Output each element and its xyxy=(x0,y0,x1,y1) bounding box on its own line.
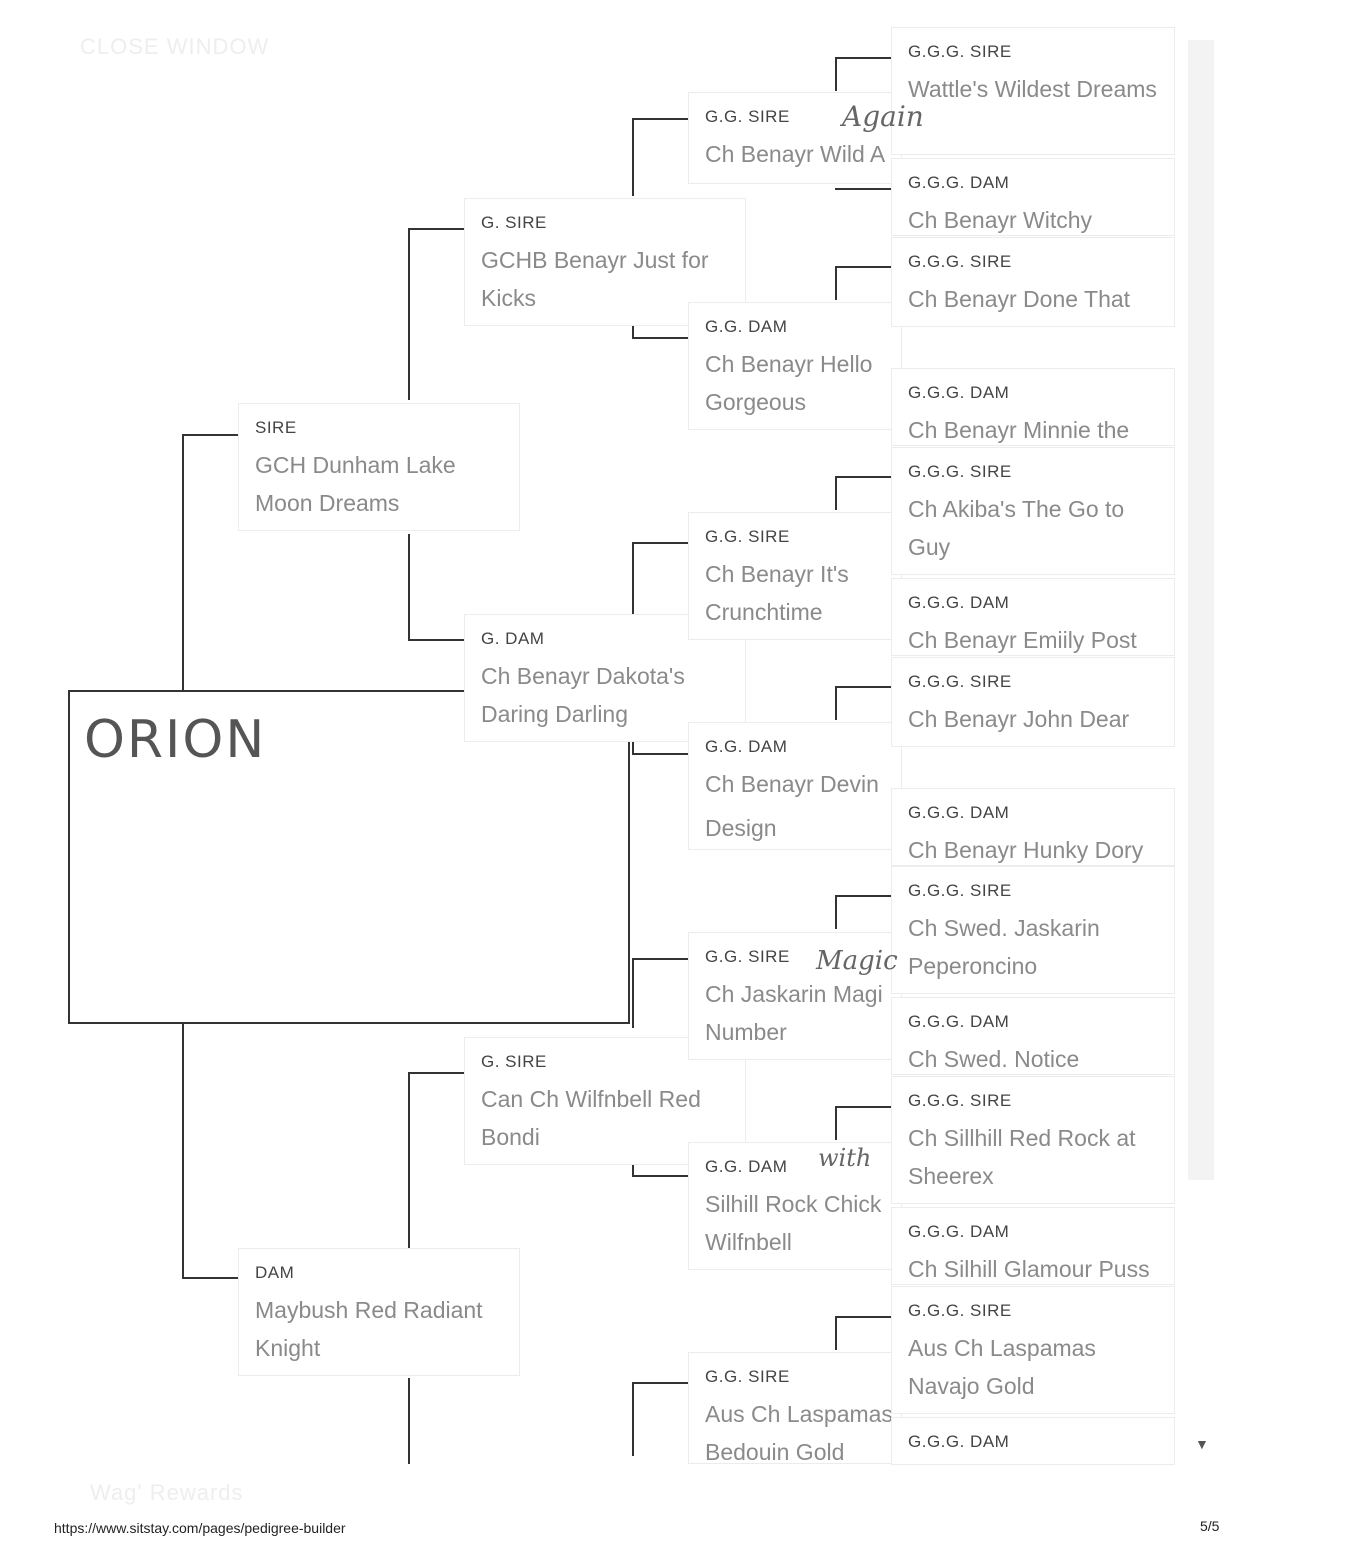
grandparent-name: GCHB Benayr Just for Kicks xyxy=(481,247,709,311)
gg-role: G.G. SIRE xyxy=(705,107,790,126)
ggg-card[interactable]: G.G.G. DAM Ch Benayr Hunky Dory xyxy=(891,788,1175,866)
ggg-role: G.G.G. SIRE xyxy=(908,462,1012,481)
ggg-name: Wattle's Wildest Dreams xyxy=(908,76,1157,102)
gg-name: Ch Jaskarin Magi Number xyxy=(705,981,883,1045)
gg-role: G.G. SIRE xyxy=(705,1367,790,1386)
close-window-link[interactable]: CLOSE WINDOW xyxy=(80,34,270,59)
ggg-card[interactable]: G.G.G. SIRE Ch Sillhill Red Rock at Shee… xyxy=(891,1076,1175,1204)
gg-role: G.G. DAM xyxy=(705,1157,788,1176)
ggg-card[interactable]: G.G.G. SIRE Ch Akiba's The Go to Guy xyxy=(891,447,1175,575)
gg-name-continued: Design xyxy=(705,815,777,841)
ggg-role: G.G.G. DAM xyxy=(908,803,1010,822)
gg-name: Ch Benayr It's Crunchtime xyxy=(705,561,849,625)
gg-role: G.G. DAM xyxy=(705,317,788,336)
ggg-role: G.G.G. SIRE xyxy=(908,1301,1012,1320)
grandparent-role: G. DAM xyxy=(481,629,545,648)
handwritten-note-magic: Magic xyxy=(816,946,898,976)
grandparent-name: Ch Benayr Dakota's Daring Darling xyxy=(481,663,685,727)
ggg-role: G.G.G. DAM xyxy=(908,1012,1010,1031)
scroll-down-arrow-icon[interactable]: ▼ xyxy=(1195,1436,1209,1452)
ggg-name: Ch Sillhill Red Rock at Sheerex xyxy=(908,1125,1136,1189)
gg-name: Ch Benayr Devin xyxy=(705,771,879,797)
ggg-card[interactable]: G.G.G. DAM Ch Benayr Witchy xyxy=(891,158,1175,236)
ggg-role: G.G.G. DAM xyxy=(908,173,1010,192)
ggg-card[interactable]: G.G.G. SIRE Ch Swed. Jaskarin Peperoncin… xyxy=(891,866,1175,994)
ggg-role: G.G.G. SIRE xyxy=(908,672,1012,691)
ggg-card[interactable]: G.G.G. SIRE Ch Benayr John Dear xyxy=(891,657,1175,747)
ggg-name: Ch Benayr Emiily Post xyxy=(908,627,1137,653)
ggg-card[interactable]: G.G.G. DAM Ch Benayr Emiily Post xyxy=(891,578,1175,656)
ggg-role: G.G.G. SIRE xyxy=(908,42,1012,61)
ggg-role: G.G.G. SIRE xyxy=(908,1091,1012,1110)
ggg-role: G.G.G. DAM xyxy=(908,1432,1010,1451)
ggg-card[interactable]: G.G.G. SIRE Aus Ch Laspamas Navajo Gold xyxy=(891,1286,1175,1414)
ggg-role: G.G.G. DAM xyxy=(908,1222,1010,1241)
ggg-role: G.G.G. SIRE xyxy=(908,881,1012,900)
gg-name: Silhill Rock Chick Wilfnbell xyxy=(705,1191,882,1255)
subject-name: ORION xyxy=(84,710,267,770)
great-grandparent-card[interactable]: G.G. SIRE Aus Ch Laspamas Bedouin Gold xyxy=(688,1352,902,1464)
ggg-name: Ch Akiba's The Go to Guy xyxy=(908,496,1125,560)
handwritten-note-with: with xyxy=(818,1144,872,1172)
gg-role: G.G. DAM xyxy=(705,737,788,756)
ggg-name: Ch Benayr Hunky Dory xyxy=(908,837,1144,863)
great-grandparent-card[interactable]: G.G. DAM Ch Benayr Devin Design xyxy=(688,722,902,850)
ggg-card[interactable]: G.G.G. DAM xyxy=(891,1417,1175,1465)
gg-role: G.G. SIRE xyxy=(705,947,790,966)
great-grandparent-card[interactable]: G.G. SIRE Ch Benayr It's Crunchtime xyxy=(688,512,902,640)
ggg-role: G.G.G. DAM xyxy=(908,593,1010,612)
great-grandparent-card[interactable]: G.G. DAM Silhill Rock Chick Wilfnbell xyxy=(688,1142,902,1270)
ggg-name: Ch Silhill Glamour Puss xyxy=(908,1256,1150,1282)
grandparent-name: Can Ch Wilfnbell Red Bondi xyxy=(481,1086,701,1150)
dam-role: DAM xyxy=(255,1263,295,1282)
ggg-name: Ch Benayr Done That xyxy=(908,286,1131,312)
sire-card[interactable]: SIRE GCH Dunham Lake Moon Dreams xyxy=(238,403,520,531)
footer-url: https://www.sitstay.com/pages/pedigree-b… xyxy=(54,1520,346,1536)
ggg-card[interactable]: G.G.G. SIRE Wattle's Wildest Dreams xyxy=(891,27,1175,155)
ggg-card[interactable]: G.G.G. DAM Ch Silhill Glamour Puss xyxy=(891,1207,1175,1285)
ggg-card[interactable]: G.G.G. DAM Ch Benayr Minnie the xyxy=(891,368,1175,446)
gg-role: G.G. SIRE xyxy=(705,527,790,546)
handwritten-note-again: Again xyxy=(842,100,924,133)
great-grandparent-card[interactable]: G.G. SIRE Ch Jaskarin Magi Number xyxy=(688,932,902,1060)
ggg-name: Ch Swed. Jaskarin Peperoncino xyxy=(908,915,1100,979)
ggg-name: Ch Benayr John Dear xyxy=(908,706,1130,732)
great-grandparent-card[interactable]: G.G. DAM Ch Benayr Hello Gorgeous xyxy=(688,302,902,430)
ggg-role: G.G.G. DAM xyxy=(908,383,1010,402)
gg-name: Aus Ch Laspamas Bedouin Gold xyxy=(705,1401,893,1464)
ggg-name: Ch Benayr Witchy xyxy=(908,207,1093,233)
ggg-name: Ch Swed. Notice xyxy=(908,1046,1080,1072)
gg-name: Ch Benayr Hello Gorgeous xyxy=(705,351,873,415)
scrollbar[interactable] xyxy=(1188,40,1214,1180)
gg-name: Ch Benayr Wild A xyxy=(705,141,886,167)
ggg-card[interactable]: G.G.G. DAM Ch Swed. Notice xyxy=(891,997,1175,1075)
grandparent-role: G. SIRE xyxy=(481,1052,547,1071)
footer-page-number: 5/5 xyxy=(1200,1518,1220,1534)
ggg-name: Ch Benayr Minnie the xyxy=(908,417,1130,443)
subject-card: ORION xyxy=(68,690,630,1024)
dam-name: Maybush Red Radiant Knight xyxy=(255,1297,483,1361)
ggg-name: Aus Ch Laspamas Navajo Gold xyxy=(908,1335,1096,1399)
grandparent-role: G. SIRE xyxy=(481,213,547,232)
ggg-card[interactable]: G.G.G. SIRE Ch Benayr Done That xyxy=(891,237,1175,327)
ggg-role: G.G.G. SIRE xyxy=(908,252,1012,271)
sire-role: SIRE xyxy=(255,418,297,437)
rewards-link[interactable]: Wag' Rewards xyxy=(90,1480,244,1505)
sire-name: GCH Dunham Lake Moon Dreams xyxy=(255,452,456,516)
dam-card[interactable]: DAM Maybush Red Radiant Knight xyxy=(238,1248,520,1376)
